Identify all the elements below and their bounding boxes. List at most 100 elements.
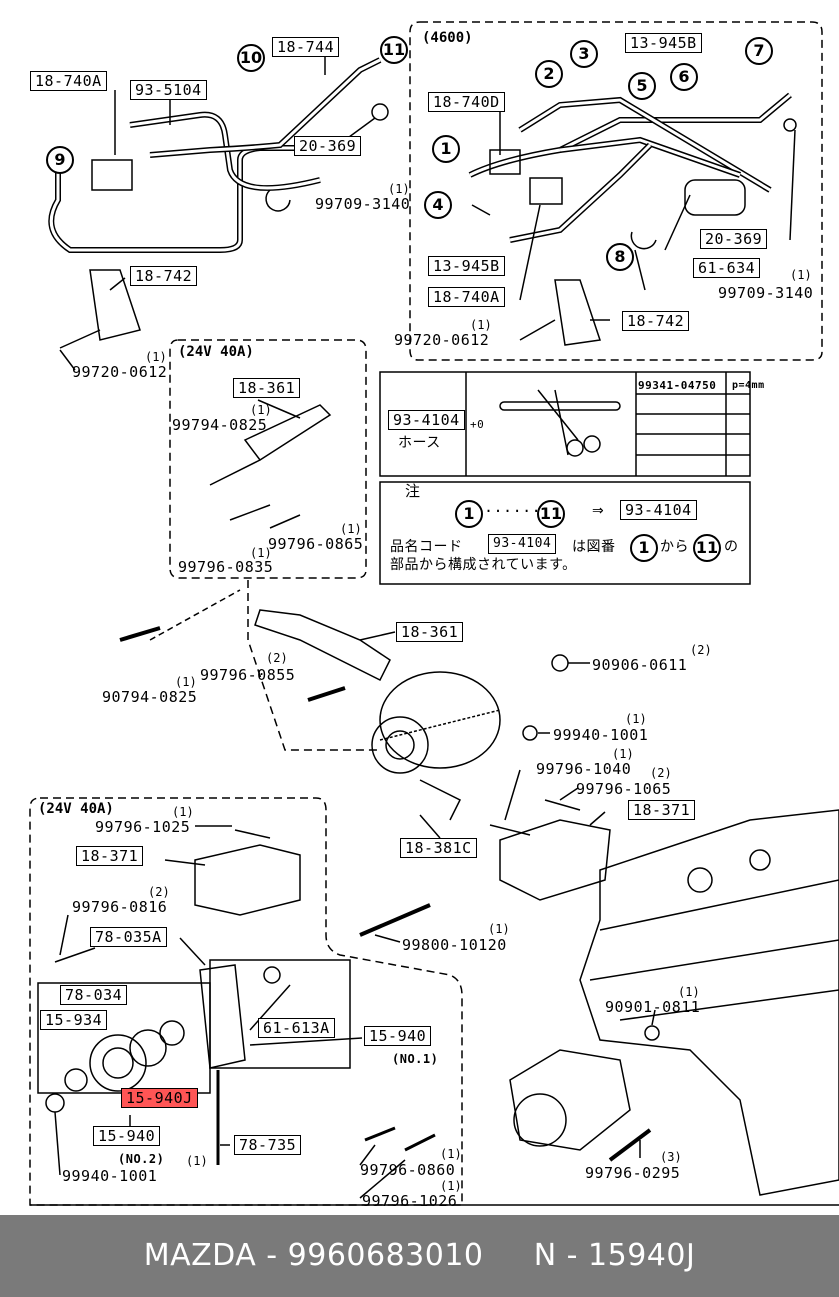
qty-label: (1) xyxy=(250,546,272,560)
part-99709-3140-tl[interactable]: 99709-3140 xyxy=(315,195,411,213)
qty-label: (2) xyxy=(266,651,288,665)
qty-label: (1) xyxy=(175,675,197,689)
note-text-1c: から xyxy=(660,539,689,555)
qty-label: (1) xyxy=(612,747,634,761)
qty-label: (2) xyxy=(650,766,672,780)
note-callout-1-inline: 1 xyxy=(630,534,658,562)
part-99796-0865[interactable]: 99796-0865 xyxy=(268,535,364,553)
section-4600-label: (4600) xyxy=(422,30,473,46)
part-99796-1040[interactable]: 99796-1040 xyxy=(536,760,632,778)
note-arrow: ⇒ xyxy=(592,503,605,519)
hose-code[interactable]: 93-4104 xyxy=(388,410,465,430)
part-18-740A-tl[interactable]: 18-740A xyxy=(30,71,107,91)
label-no2: (NO.2) xyxy=(118,1152,165,1166)
part-78-034[interactable]: 78-034 xyxy=(60,985,128,1005)
callout-4: 4 xyxy=(424,191,452,219)
part-99709-3140-tr[interactable]: 99709-3140 xyxy=(718,284,814,302)
qty-label: (2) xyxy=(690,643,712,657)
callout-7: 7 xyxy=(745,37,773,65)
part-78-735[interactable]: 78-735 xyxy=(234,1135,302,1155)
qty-label: (1) xyxy=(340,522,362,536)
note-dots: ······ xyxy=(484,502,542,520)
part-78-035A[interactable]: 78-035A xyxy=(90,927,167,947)
note-callout-11-inline: 11 xyxy=(693,534,721,562)
callout-11: 11 xyxy=(380,36,408,64)
part-99796-0835[interactable]: 99796-0835 xyxy=(178,558,274,576)
hose-dimension: +0 xyxy=(470,418,485,431)
part-61-634[interactable]: 61-634 xyxy=(693,258,761,278)
note-text-2: 部品から構成されています。 xyxy=(390,557,577,573)
callout-6: 6 xyxy=(670,63,698,91)
part-13-945B-bottom[interactable]: 13-945B xyxy=(428,256,505,276)
note-text-1d: の xyxy=(724,539,739,555)
note-callout-1: 1 xyxy=(455,500,483,528)
qty-label: (1) xyxy=(145,350,167,364)
part-99796-1065[interactable]: 99796-1065 xyxy=(576,780,672,798)
parts-diagram: (4600) (24V 40A) (24V 40A) 18-740A 93-51… xyxy=(29,21,839,1210)
part-15-940J-highlighted[interactable]: 15-940J xyxy=(121,1088,198,1108)
callout-8: 8 xyxy=(606,243,634,271)
note-text-1b: は図番 xyxy=(572,539,616,555)
qty-label: (1) xyxy=(186,1154,208,1168)
part-18-742-tr[interactable]: 18-742 xyxy=(622,311,690,331)
part-93-5104[interactable]: 93-5104 xyxy=(130,80,207,100)
qty-label: (1) xyxy=(488,922,510,936)
part-18-744[interactable]: 18-744 xyxy=(272,37,340,57)
part-99720-0612-tr[interactable]: 99720-0612 xyxy=(394,331,490,349)
qty-label: (1) xyxy=(678,985,700,999)
part-18-742-tl[interactable]: 18-742 xyxy=(130,266,198,286)
note-code-inline[interactable]: 93-4104 xyxy=(488,534,557,554)
hose-name: ホース xyxy=(398,435,441,451)
part-99796-0816[interactable]: 99796-0816 xyxy=(72,898,168,916)
part-99796-1025[interactable]: 99796-1025 xyxy=(95,818,191,836)
note-code[interactable]: 93-4104 xyxy=(620,500,697,520)
part-90901-0811[interactable]: 90901-0811 xyxy=(605,998,701,1016)
section-24v-40a-bottom-label: (24V 40A) xyxy=(38,801,114,817)
part-99940-1001-mid[interactable]: 99940-1001 xyxy=(553,726,649,744)
part-15-940-no2[interactable]: 15-940 xyxy=(93,1126,161,1146)
part-90906-0611[interactable]: 90906-0611 xyxy=(592,656,688,674)
qty-label: (1) xyxy=(470,318,492,332)
diagram-linework xyxy=(29,21,839,1206)
qty-label: (1) xyxy=(388,182,410,196)
part-20-369-tr[interactable]: 20-369 xyxy=(700,229,768,249)
part-18-740A-tr[interactable]: 18-740A xyxy=(428,287,505,307)
part-99796-0855[interactable]: 99796-0855 xyxy=(200,666,296,684)
part-99796-0860[interactable]: 99796-0860 xyxy=(360,1161,456,1179)
hose-table-header-partno: 99341-04750 xyxy=(638,379,717,392)
qty-label: (1) xyxy=(250,403,272,417)
part-18-361-ml[interactable]: 18-361 xyxy=(233,378,301,398)
qty-label: (1) xyxy=(440,1179,462,1193)
part-99794-0825[interactable]: 99794-0825 xyxy=(172,416,268,434)
label-no1: (NO.1) xyxy=(392,1052,439,1066)
part-15-940-no1[interactable]: 15-940 xyxy=(364,1026,432,1046)
qty-label: (1) xyxy=(440,1147,462,1161)
callout-2: 2 xyxy=(535,60,563,88)
note-text-1a: 品名コード xyxy=(390,539,463,555)
section-24v-40a-mid-label: (24V 40A) xyxy=(178,344,254,360)
note-callout-11: 11 xyxy=(537,500,565,528)
part-18-371-bl[interactable]: 18-371 xyxy=(76,846,144,866)
part-99800-10120[interactable]: 99800-10120 xyxy=(402,936,507,954)
part-18-740D[interactable]: 18-740D xyxy=(428,92,505,112)
qty-label: (1) xyxy=(790,268,812,282)
part-18-381C[interactable]: 18-381C xyxy=(400,838,477,858)
qty-label: (1) xyxy=(625,712,647,726)
qty-label: (3) xyxy=(660,1150,682,1164)
hose-table-header-size: p=4mm xyxy=(732,380,765,391)
part-99796-1026[interactable]: 99796-1026 xyxy=(362,1192,458,1210)
callout-3: 3 xyxy=(570,40,598,68)
part-61-613A[interactable]: 61-613A xyxy=(258,1018,335,1038)
part-99940-1001-bl[interactable]: 99940-1001 xyxy=(62,1167,158,1185)
part-99796-0295[interactable]: 99796-0295 xyxy=(585,1164,681,1182)
part-15-934[interactable]: 15-934 xyxy=(40,1010,108,1030)
qty-label: (1) xyxy=(172,805,194,819)
note-title: 注 xyxy=(405,482,421,500)
footer-part-number: MAZDA - 9960683010 N - 15940J xyxy=(143,1238,696,1273)
part-18-371-mid[interactable]: 18-371 xyxy=(628,800,696,820)
part-13-945B-top[interactable]: 13-945B xyxy=(625,33,702,53)
part-99720-0612-tl[interactable]: 99720-0612 xyxy=(72,363,168,381)
part-20-369-tl[interactable]: 20-369 xyxy=(294,136,362,156)
part-18-361-mid[interactable]: 18-361 xyxy=(396,622,464,642)
part-90794-0825[interactable]: 90794-0825 xyxy=(102,688,198,706)
